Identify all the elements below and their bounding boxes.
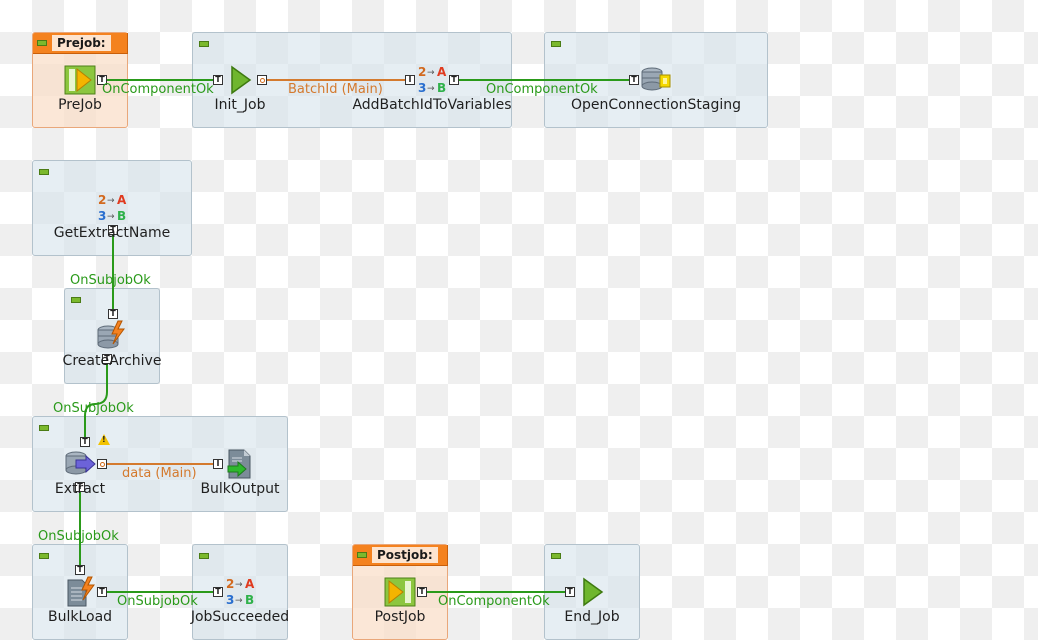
collapse-toggle[interactable] <box>199 553 209 559</box>
svg-text:A: A <box>245 577 255 591</box>
file-output-icon[interactable] <box>224 448 256 480</box>
collapse-toggle[interactable] <box>39 169 49 175</box>
trigger-port[interactable]: T <box>75 482 85 492</box>
database-input-icon[interactable] <box>64 448 96 480</box>
trigger-port[interactable]: T <box>565 587 575 597</box>
trigger-port[interactable]: T <box>629 75 639 85</box>
link-label-get-create[interactable]: OnSubjobOk <box>70 273 151 288</box>
trigger-port[interactable]: T <box>102 354 112 364</box>
component-label-prejob[interactable]: PreJob <box>58 97 102 113</box>
component-label-job-succeeded[interactable]: JobSucceeded <box>190 609 290 625</box>
link-label-extract-bulkoutput[interactable]: data (Main) <box>122 466 197 481</box>
svg-text:2: 2 <box>226 577 234 591</box>
svg-text:B: B <box>437 81 446 95</box>
svg-text:3: 3 <box>98 209 106 223</box>
svg-text:→: → <box>107 196 115 206</box>
trigger-port[interactable]: T <box>417 587 427 597</box>
component-label-create-archive[interactable]: CreateArchive <box>62 353 162 369</box>
svg-text:3: 3 <box>418 81 426 95</box>
warning-icon <box>98 434 110 445</box>
svg-text:→: → <box>235 580 243 590</box>
trigger-port[interactable]: T <box>75 565 85 575</box>
input-port[interactable]: I <box>213 459 223 469</box>
collapse-toggle[interactable] <box>199 41 209 47</box>
svg-text:B: B <box>117 209 126 223</box>
prejob-icon[interactable] <box>64 64 96 96</box>
output-port[interactable] <box>257 75 267 85</box>
component-label-end-job[interactable]: End_Job <box>564 609 620 625</box>
link-label-bulkload-succeeded[interactable]: OnSubjobOk <box>117 594 198 609</box>
database-connection-icon[interactable] <box>640 64 672 96</box>
link-label-add-open[interactable]: OnComponentOk <box>486 82 598 97</box>
collapse-toggle[interactable] <box>551 553 561 559</box>
prejob-header: Prejob: <box>33 33 128 54</box>
output-port[interactable] <box>97 459 107 469</box>
svg-text:→: → <box>235 596 243 606</box>
prejob-header-label: Prejob: <box>52 35 111 51</box>
svg-text:→: → <box>427 68 435 78</box>
link-label-create-extract[interactable]: OnSubjobOk <box>53 401 134 416</box>
trigger-port[interactable]: T <box>108 309 118 319</box>
postjob-header: Postjob: <box>353 545 448 566</box>
component-label-get-extract[interactable]: GetExtractName <box>53 225 171 241</box>
trigger-port[interactable]: T <box>213 75 223 85</box>
collapse-toggle[interactable] <box>551 41 561 47</box>
collapse-toggle[interactable] <box>39 553 49 559</box>
link-label-prejob-init[interactable]: OnComponentOk <box>102 82 214 97</box>
component-label-bulk-load[interactable]: BulkLoad <box>47 609 113 625</box>
svg-text:A: A <box>437 65 447 79</box>
collapse-toggle[interactable] <box>357 552 367 558</box>
link-label-postjob-end[interactable]: OnComponentOk <box>438 594 550 609</box>
database-row-icon[interactable] <box>96 320 128 352</box>
set-variables-icon[interactable]: 2 → A 3 → B <box>224 576 256 608</box>
collapse-toggle[interactable] <box>71 297 81 303</box>
input-port[interactable]: I <box>405 75 415 85</box>
svg-text:2: 2 <box>418 65 426 79</box>
play-icon[interactable] <box>576 576 608 608</box>
trigger-port[interactable]: T <box>80 437 90 447</box>
postjob-header-label: Postjob: <box>372 547 438 563</box>
set-variables-icon[interactable]: 2 → A 3 → B <box>416 64 448 96</box>
trigger-port[interactable]: T <box>108 225 118 235</box>
bulk-exec-icon[interactable] <box>64 576 96 608</box>
set-variables-icon[interactable]: 2 → A 3 → B <box>96 192 128 224</box>
component-label-add-batch[interactable]: AddBatchIdToVariables <box>352 97 512 113</box>
postjob-icon[interactable] <box>384 576 416 608</box>
collapse-toggle[interactable] <box>39 425 49 431</box>
collapse-toggle[interactable] <box>37 40 47 46</box>
svg-text:B: B <box>245 593 254 607</box>
component-label-open-conn[interactable]: OpenConnectionStaging <box>570 97 742 113</box>
svg-text:2: 2 <box>98 193 106 207</box>
component-label-extract[interactable]: Extract <box>54 481 106 497</box>
link-label-extract-bulkload[interactable]: OnSubjobOk <box>38 529 119 544</box>
play-icon[interactable] <box>224 64 256 96</box>
component-label-init-job[interactable]: Init_Job <box>214 97 266 113</box>
link-create-extract <box>84 362 108 440</box>
svg-text:→: → <box>107 212 115 222</box>
svg-text:A: A <box>117 193 127 207</box>
trigger-port[interactable]: T <box>97 587 107 597</box>
trigger-port[interactable]: T <box>213 587 223 597</box>
component-label-postjob[interactable]: PostJob <box>374 609 426 625</box>
link-label-init-add[interactable]: BatchId (Main) <box>288 82 383 97</box>
trigger-port[interactable]: T <box>449 75 459 85</box>
svg-text:→: → <box>427 84 435 94</box>
svg-text:3: 3 <box>226 593 234 607</box>
component-label-bulk-output[interactable]: BulkOutput <box>200 481 280 497</box>
trigger-port[interactable]: T <box>97 75 107 85</box>
